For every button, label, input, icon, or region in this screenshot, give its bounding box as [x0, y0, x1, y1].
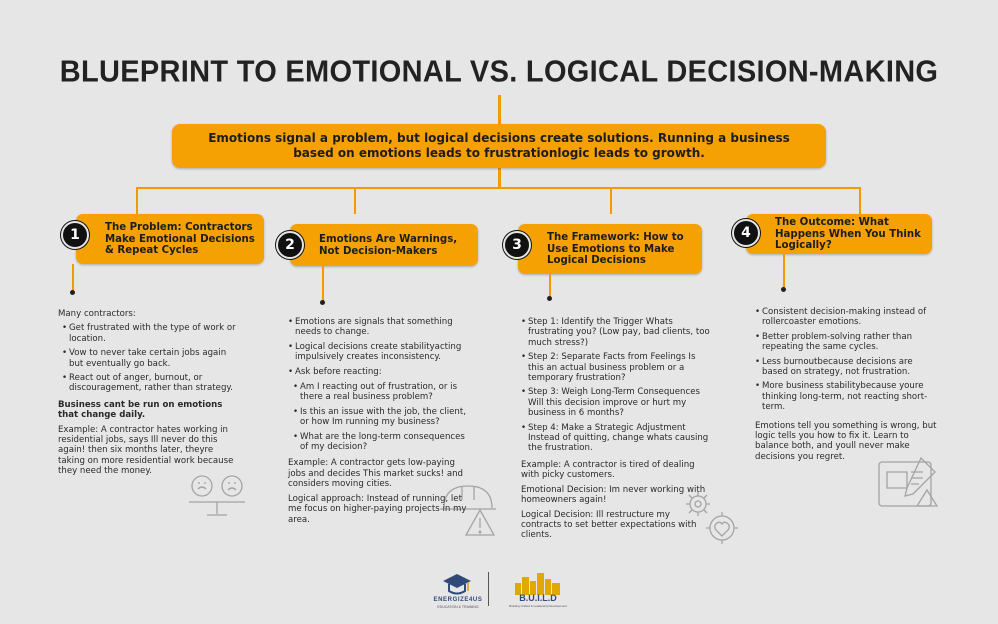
- list-item: What are the long-term consequences of m…: [293, 432, 472, 453]
- list-item: Step 3: Weigh Long-Term Consequences Wil…: [521, 387, 711, 418]
- list-item: Ask before reacting:: [288, 367, 472, 378]
- balance-scale-faces-icon: [189, 475, 245, 516]
- footer-logos: ENERGIZE4US EDUCATION & TRAINING B.U.I.L…: [420, 570, 590, 614]
- section-3-emotional: Emotional Decision: Im never working wit…: [521, 484, 706, 506]
- section-4-stem: [783, 254, 785, 290]
- section-1-example: Example: A contractor hates working in r…: [58, 424, 234, 477]
- list-item: Vow to never take certain jobs again but…: [62, 348, 236, 369]
- list-item: Step 4: Make a Strategic Adjustment Inst…: [521, 423, 711, 454]
- section-4-body: Consistent decision-making instead of ro…: [755, 307, 937, 466]
- list-item: Am I reacting out of frustration, or is …: [293, 382, 472, 403]
- section-1-intro: Many contractors:: [58, 309, 136, 319]
- connector-3: [610, 187, 612, 214]
- section-3-number: 3: [503, 231, 531, 259]
- list-item: React out of anger, burnout, or discoura…: [62, 373, 236, 394]
- list-item: More business stabilitybecause youre thi…: [755, 381, 937, 412]
- section-1-number: 1: [61, 221, 89, 249]
- section-2-heading: Emotions Are Warnings, Not Decision-Make…: [319, 234, 458, 257]
- section-1-body: Many contractors: Get frustrated with th…: [58, 309, 236, 481]
- logo-energize4us: ENERGIZE4US: [433, 597, 483, 603]
- list-item: Is this an issue with the job, the clien…: [293, 407, 472, 428]
- graduation-cap-icon: [443, 574, 471, 595]
- section-1-heading: The Problem: Contractors Make Emotional …: [105, 222, 255, 257]
- logo-build: B.U.I.L.D: [519, 593, 557, 603]
- list-item: Better problem-solving rather than repea…: [755, 332, 937, 353]
- section-1-emphasis: Business cant be run on emotions that ch…: [58, 399, 223, 421]
- logo-build-subtitle: Building Unified & Leadership Developmen…: [509, 604, 567, 608]
- section-4-number: 4: [732, 219, 760, 247]
- section-2-logical: Logical approach: Instead of running, le…: [288, 493, 467, 525]
- summary-banner: Emotions signal a problem, but logical d…: [172, 124, 826, 168]
- section-3-logical: Logical Decision: Ill restructure my con…: [521, 509, 697, 541]
- section-2-body: Emotions are signals that something need…: [288, 317, 472, 529]
- gears-heart-icon: [686, 492, 738, 544]
- page-title: BLUEPRINT TO EMOTIONAL VS. LOGICAL DECIS…: [59, 55, 939, 89]
- list-item: Less burnoutbecause decisions are based …: [755, 357, 937, 378]
- hardhat-warning-icon: [440, 485, 496, 536]
- section-2-stem: [322, 266, 324, 303]
- list-item: Emotions are signals that something need…: [288, 317, 472, 338]
- blueprint-pencil-icon: [878, 456, 939, 507]
- section-3-heading: The Framework: How to Use Emotions to Ma…: [547, 232, 684, 267]
- section-4-heading: The Outcome: What Happens When You Think…: [775, 217, 921, 252]
- section-4-dot: [781, 287, 786, 292]
- section-3-body: Step 1: Identify the Trigger Whats frust…: [521, 317, 711, 545]
- connector-title-banner: [498, 95, 501, 124]
- section-3-example: Example: A contractor is tired of dealin…: [521, 459, 695, 481]
- list-item: Step 1: Identify the Trigger Whats frust…: [521, 317, 711, 348]
- section-1-dot: [70, 290, 75, 295]
- connector-horizontal: [136, 187, 860, 189]
- connector-1: [136, 187, 138, 214]
- section-4-closing: Emotions tell you something is wrong, bu…: [755, 420, 937, 462]
- section-3-card: The Framework: How to Use Emotions to Ma…: [518, 224, 702, 274]
- section-2-example: Example: A contractor gets low-paying jo…: [288, 458, 463, 490]
- list-item: Step 2: Separate Facts from Feelings Is …: [521, 352, 711, 383]
- section-3-dot: [547, 296, 552, 301]
- section-2-card: Emotions Are Warnings, Not Decision-Make…: [290, 224, 478, 266]
- section-1-card: The Problem: Contractors Make Emotional …: [76, 214, 264, 264]
- logo-energize4us-subtitle: EDUCATION & TRAINING: [437, 605, 479, 609]
- logo-divider: [488, 572, 489, 606]
- connector-banner-down: [498, 168, 501, 188]
- section-3-stem: [549, 274, 551, 298]
- list-item: Logical decisions create stabilityacting…: [288, 342, 472, 363]
- section-2-dot: [320, 300, 325, 305]
- section-4-card: The Outcome: What Happens When You Think…: [746, 214, 932, 254]
- section-2-number: 2: [276, 231, 304, 259]
- list-item: Consistent decision-making instead of ro…: [755, 307, 937, 328]
- section-1-stem: [72, 264, 74, 294]
- list-item: Get frustrated with the type of work or …: [62, 323, 236, 344]
- connector-4: [859, 187, 861, 214]
- connector-2: [354, 187, 356, 214]
- building-skyline-icon: [515, 573, 560, 595]
